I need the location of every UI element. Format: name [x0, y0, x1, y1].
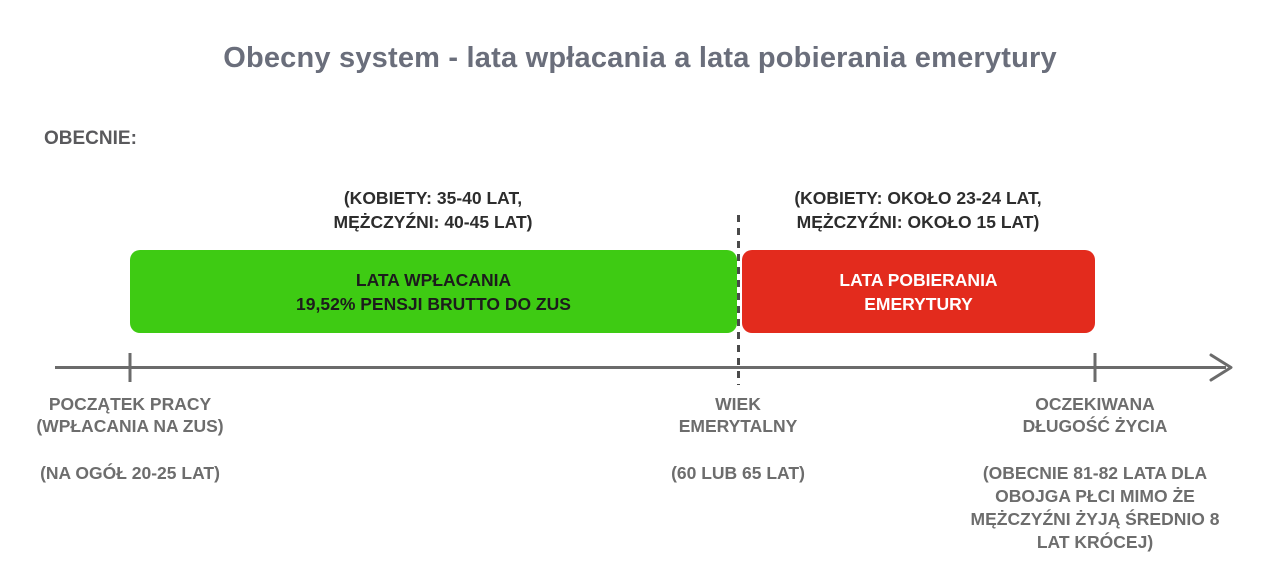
contribution-years-bar: LATA WPŁACANIA 19,52% PENSJI BRUTTO DO Z…: [130, 250, 737, 333]
pension-years-annotation: (KOBIETY: OKOŁO 23-24 LAT, MĘŻCZYŹNI: OK…: [794, 188, 1042, 232]
timeline-marker-life-expectancy: OCZEKIWANA DŁUGOŚĆ ŻYCIA (OBECNIE 81-82 …: [945, 393, 1245, 554]
timeline-marker-label: POCZĄTEK PRACY (WPŁACANIA NA ZUS): [36, 394, 224, 436]
timeline-marker-work-start: POCZĄTEK PRACY (WPŁACANIA NA ZUS) (NA OG…: [0, 393, 280, 485]
contribution-years-bar-label: LATA WPŁACANIA 19,52% PENSJI BRUTTO DO Z…: [296, 269, 571, 314]
section-label: OBECNIE:: [44, 128, 137, 149]
timeline-marker-detail: (NA OGÓŁ 20-25 LAT): [40, 463, 220, 483]
timeline-axis: [55, 353, 1233, 382]
timeline-marker-detail: (60 LUB 65 LAT): [671, 463, 805, 483]
pension-years-bar: LATA POBIERANIA EMERYTURY: [742, 250, 1095, 333]
timeline-marker-label: WIEK EMERYTALNY: [678, 394, 798, 436]
timeline-marker-retirement-age: WIEK EMERYTALNY (60 LUB 65 LAT): [588, 393, 888, 485]
timeline-arrowhead-icon: [1209, 353, 1233, 382]
page-title: Obecny system - lata wpłacania a lata po…: [223, 42, 1057, 74]
contribution-years-annotation: (KOBIETY: 35-40 LAT, MĘŻCZYŹNI: 40-45 LA…: [333, 188, 533, 232]
pension-years-bar-label: LATA POBIERANIA EMERYTURY: [839, 269, 998, 314]
retirement-age-divider-line: [737, 215, 740, 385]
timeline-marker-detail: (OBECNIE 81-82 LATA DLA OBOJGA PŁCI MIMO…: [970, 463, 1220, 552]
timeline-marker-label: OCZEKIWANA DŁUGOŚĆ ŻYCIA: [1022, 394, 1168, 436]
